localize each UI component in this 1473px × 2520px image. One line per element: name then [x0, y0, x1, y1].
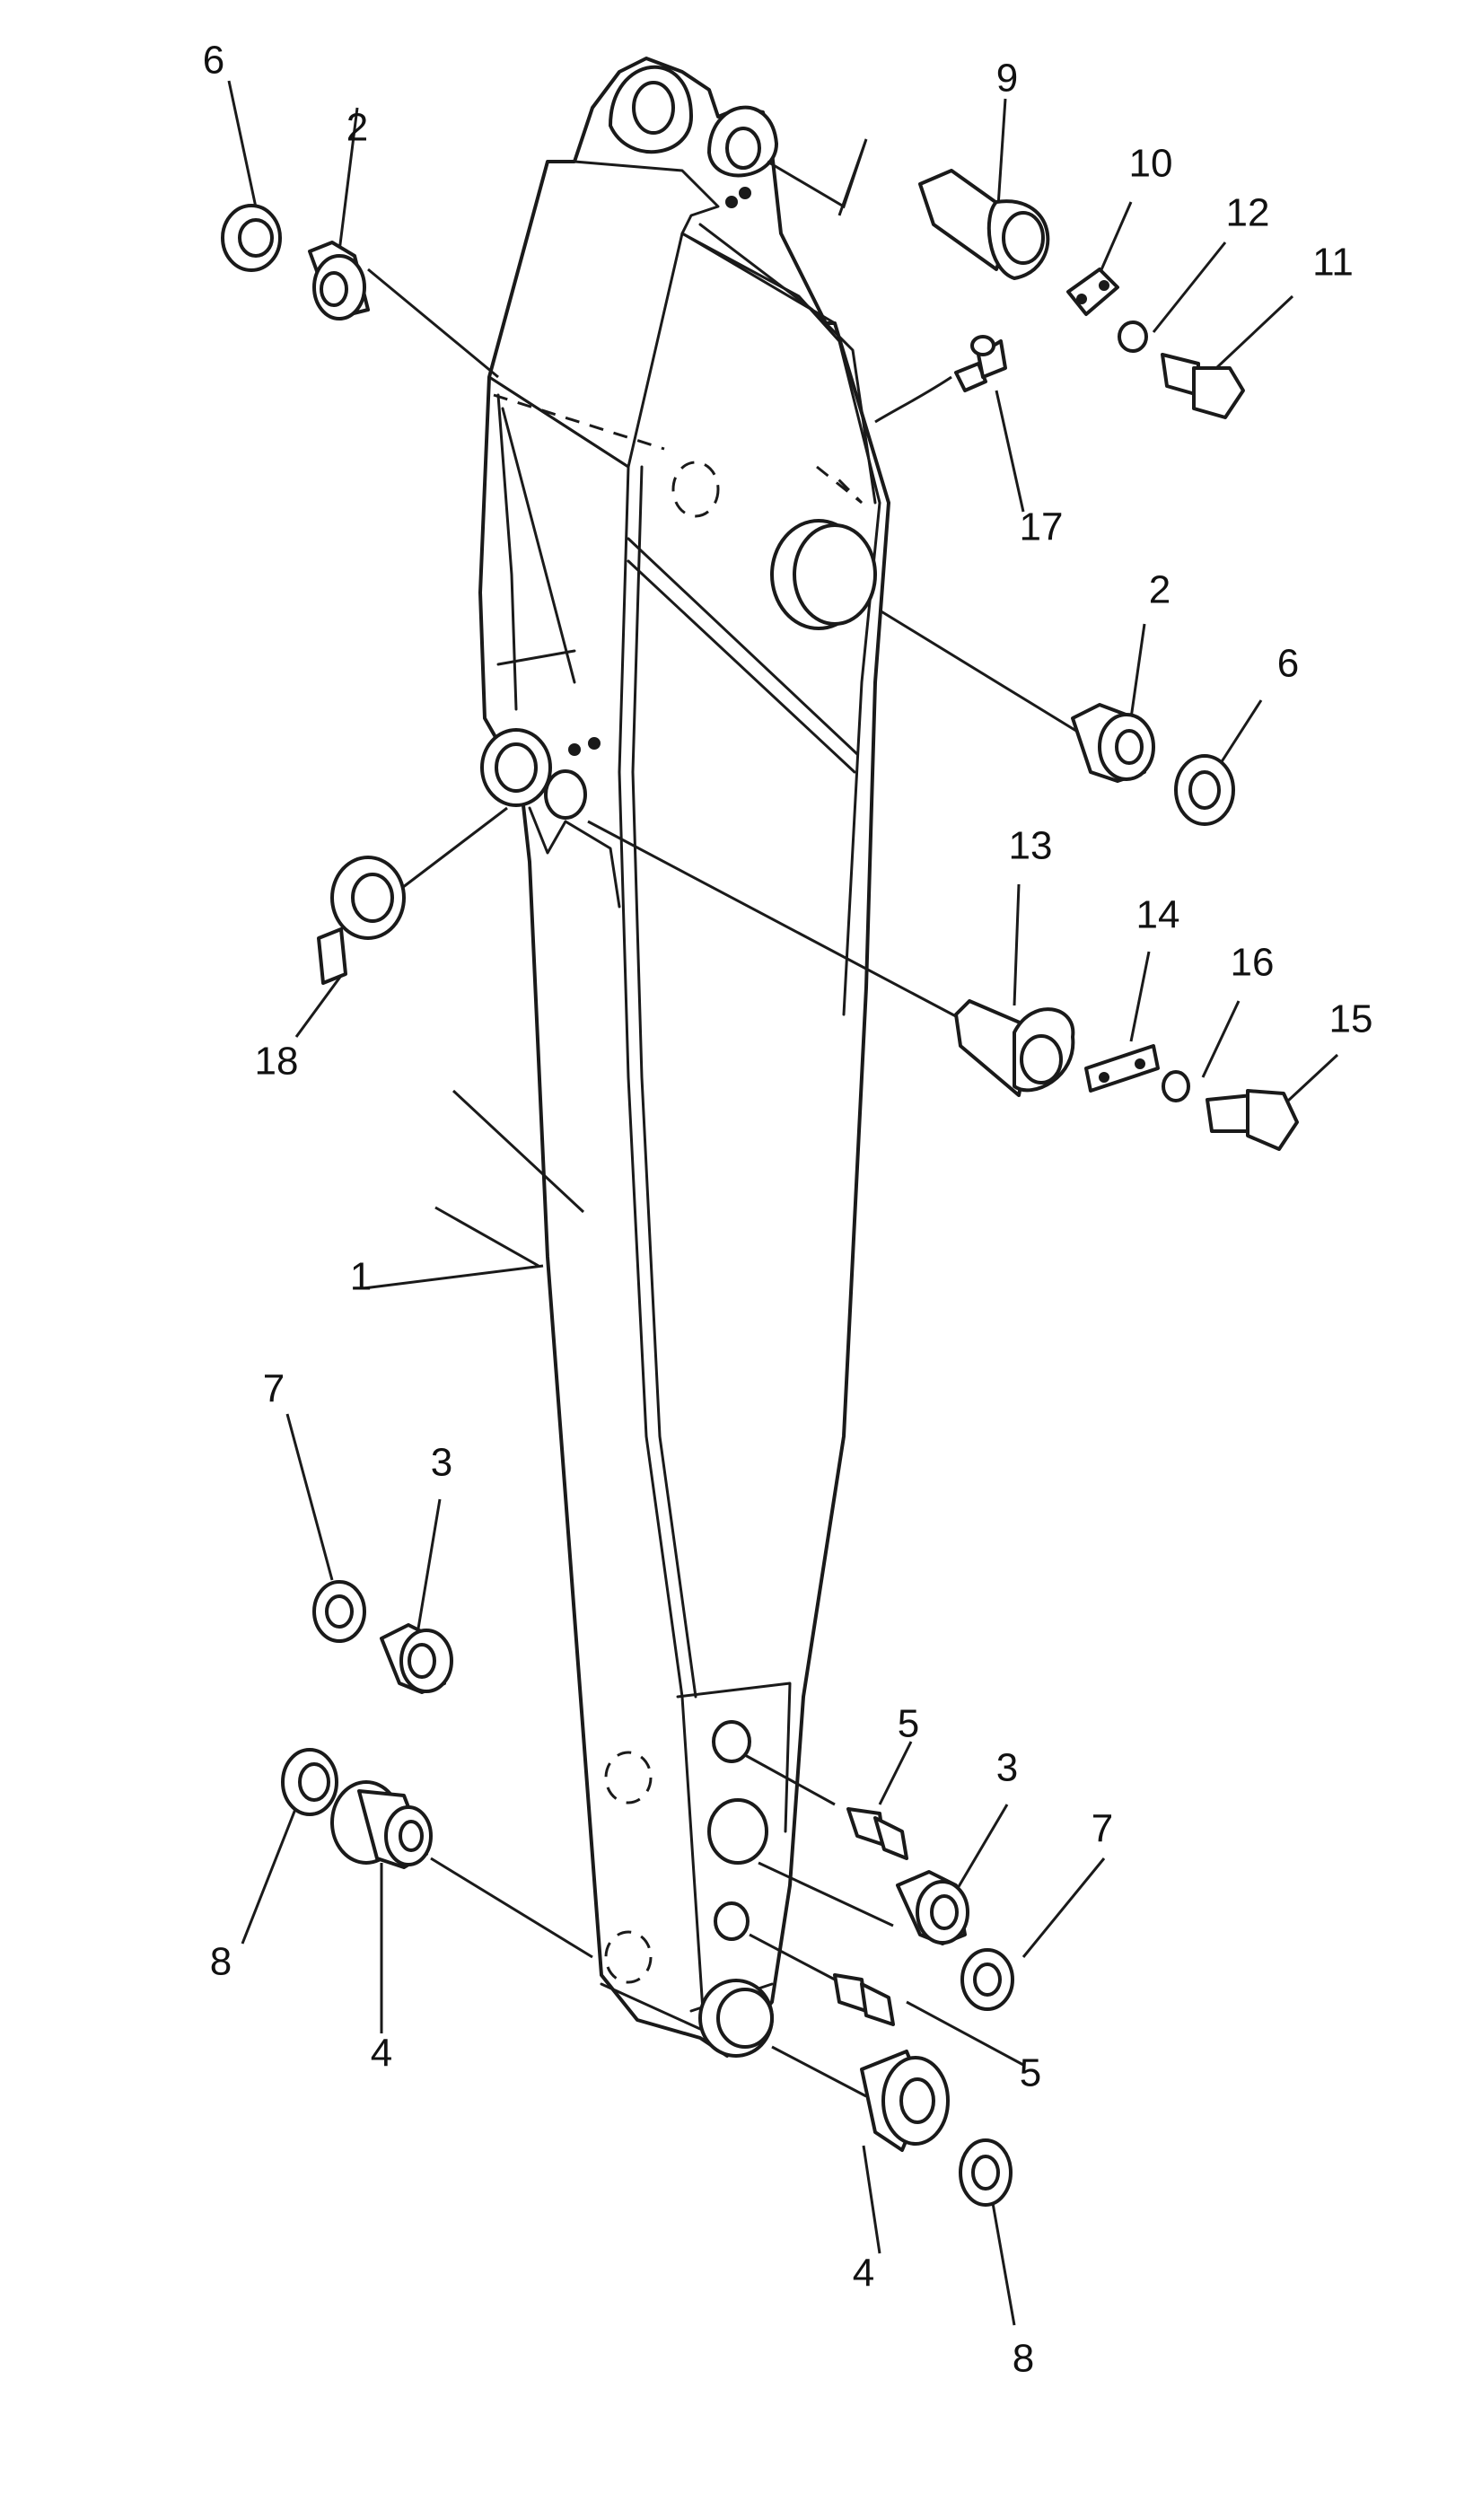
callout-5-bottom: 5 — [1020, 2051, 1041, 2095]
seal-7-left — [312, 1580, 366, 1643]
callout-8-right: 8 — [1013, 2337, 1034, 2381]
callout-4-right: 4 — [853, 2252, 874, 2296]
callout-13: 13 — [1009, 824, 1053, 868]
seal-8-right — [959, 2138, 1013, 2207]
flanged-bushing-4-right — [860, 2050, 950, 2152]
callout-14: 14 — [1136, 893, 1180, 937]
callout-6-top: 6 — [203, 39, 224, 83]
bolt-15 — [1206, 1089, 1299, 1151]
bolt-11 — [1161, 353, 1245, 419]
callout-2-mid: 2 — [1149, 568, 1171, 612]
callout-7-left: 7 — [263, 1367, 285, 1411]
washer-16 — [1162, 1070, 1190, 1102]
callout-9: 9 — [996, 57, 1018, 101]
callout-7-right: 7 — [1092, 1807, 1113, 1851]
bushing-2-mid — [1071, 703, 1155, 783]
callout-3-left: 3 — [431, 1441, 452, 1485]
callout-5-top: 5 — [898, 1702, 919, 1746]
grease-fitting-5-top — [846, 1807, 908, 1860]
bushing-2-top — [308, 241, 370, 320]
callout-8-left: 8 — [210, 1940, 232, 1984]
lock-plate-10 — [1066, 268, 1119, 316]
pin-9 — [918, 169, 1050, 280]
bushing-3-left — [380, 1623, 453, 1694]
washer-12 — [1118, 320, 1148, 353]
seal-8-left — [281, 1748, 338, 1816]
callout-labels: 6 2 9 10 12 11 17 2 6 13 14 16 15 18 1 7… — [203, 39, 1373, 2381]
lock-plate-14 — [1084, 1044, 1160, 1093]
callout-2-top: 2 — [346, 106, 368, 150]
callout-16: 16 — [1231, 941, 1275, 985]
callout-18: 18 — [255, 1040, 299, 1084]
callout-15: 15 — [1329, 997, 1373, 1041]
seal-7-right — [960, 1948, 1014, 2011]
callout-3-right: 3 — [996, 1746, 1018, 1790]
callout-11: 11 — [1312, 241, 1354, 285]
boom-arm — [478, 57, 890, 2058]
callout-10: 10 — [1129, 142, 1173, 186]
callout-17: 17 — [1020, 505, 1064, 549]
grease-fitting-5-bottom — [833, 1973, 895, 2026]
seal-6-mid — [1174, 754, 1235, 826]
callout-12: 12 — [1226, 191, 1270, 235]
seal-6-top — [221, 204, 282, 272]
callout-6-mid: 6 — [1277, 642, 1299, 686]
callout-1: 1 — [350, 1255, 372, 1299]
grease-fitting-17 — [954, 335, 1007, 392]
flanged-bushing-4-left — [330, 1780, 433, 1869]
callout-4-left: 4 — [371, 2032, 392, 2076]
bushing-3-right — [896, 1870, 969, 1945]
bushing-18 — [317, 856, 406, 985]
pin-13 — [954, 999, 1075, 1097]
